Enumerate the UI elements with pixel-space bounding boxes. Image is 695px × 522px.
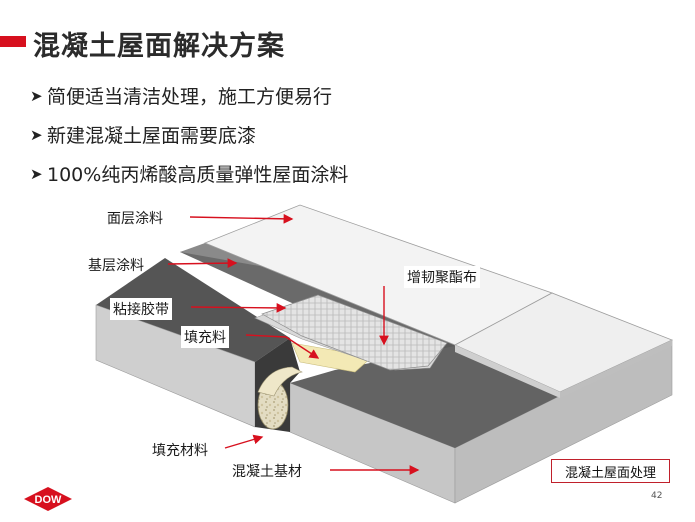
bullet-list: ➤ 简便适当清洁处理，施工方便易行 ➤ 新建混凝土屋面需要底漆 ➤ 100%纯丙… — [30, 76, 348, 193]
bullet-item: ➤ 新建混凝土屋面需要底漆 — [30, 115, 348, 154]
bullet-item: ➤ 简便适当清洁处理，施工方便易行 — [30, 76, 348, 115]
leader-filler — [245, 334, 320, 359]
slide-title: 混凝土屋面解决方案 — [33, 31, 285, 62]
label-polyester-fabric: 增韧聚酯布 — [404, 266, 480, 288]
svg-text:DOW: DOW — [35, 494, 63, 506]
bullet-text: 100%纯丙烯酸高质量弹性屋面涂料 — [47, 164, 349, 186]
leader-filler-material — [224, 434, 264, 449]
bullet-text: 简便适当清洁处理，施工方便易行 — [47, 86, 333, 108]
label-filler: 填充料 — [181, 326, 229, 348]
label-filler-material: 填充材料 — [152, 443, 208, 459]
polyester-fabric — [261, 294, 448, 371]
top-coat-edge — [455, 345, 560, 398]
dow-logo: DOW — [24, 487, 72, 511]
bullet-item: ➤ 100%纯丙烯酸高质量弹性屋面涂料 — [30, 154, 348, 193]
title-accent-bar — [0, 36, 26, 47]
arrow-bullet-icon: ➤ — [30, 125, 43, 144]
leader-top-coat — [189, 213, 294, 224]
diagram-caption: 混凝土屋面处理 — [551, 459, 670, 483]
top-coat-side-edge — [560, 340, 672, 398]
arrow-bullet-icon: ➤ — [30, 164, 43, 183]
bullet-text: 新建混凝土屋面需要底漆 — [47, 125, 257, 147]
label-concrete-substrate: 混凝土基材 — [232, 464, 302, 480]
backer-rod-top — [257, 366, 303, 397]
label-adhesive-tape: 粘接胶带 — [110, 298, 172, 320]
leader-base-coat — [167, 258, 238, 269]
label-top-coat: 面层涂料 — [107, 211, 163, 227]
label-base-coat: 基层涂料 — [88, 258, 144, 274]
left-slab-top — [96, 258, 290, 362]
page-number: 42 — [651, 491, 663, 501]
arrow-bullet-icon: ➤ — [30, 86, 43, 105]
leader-tape — [190, 303, 287, 313]
